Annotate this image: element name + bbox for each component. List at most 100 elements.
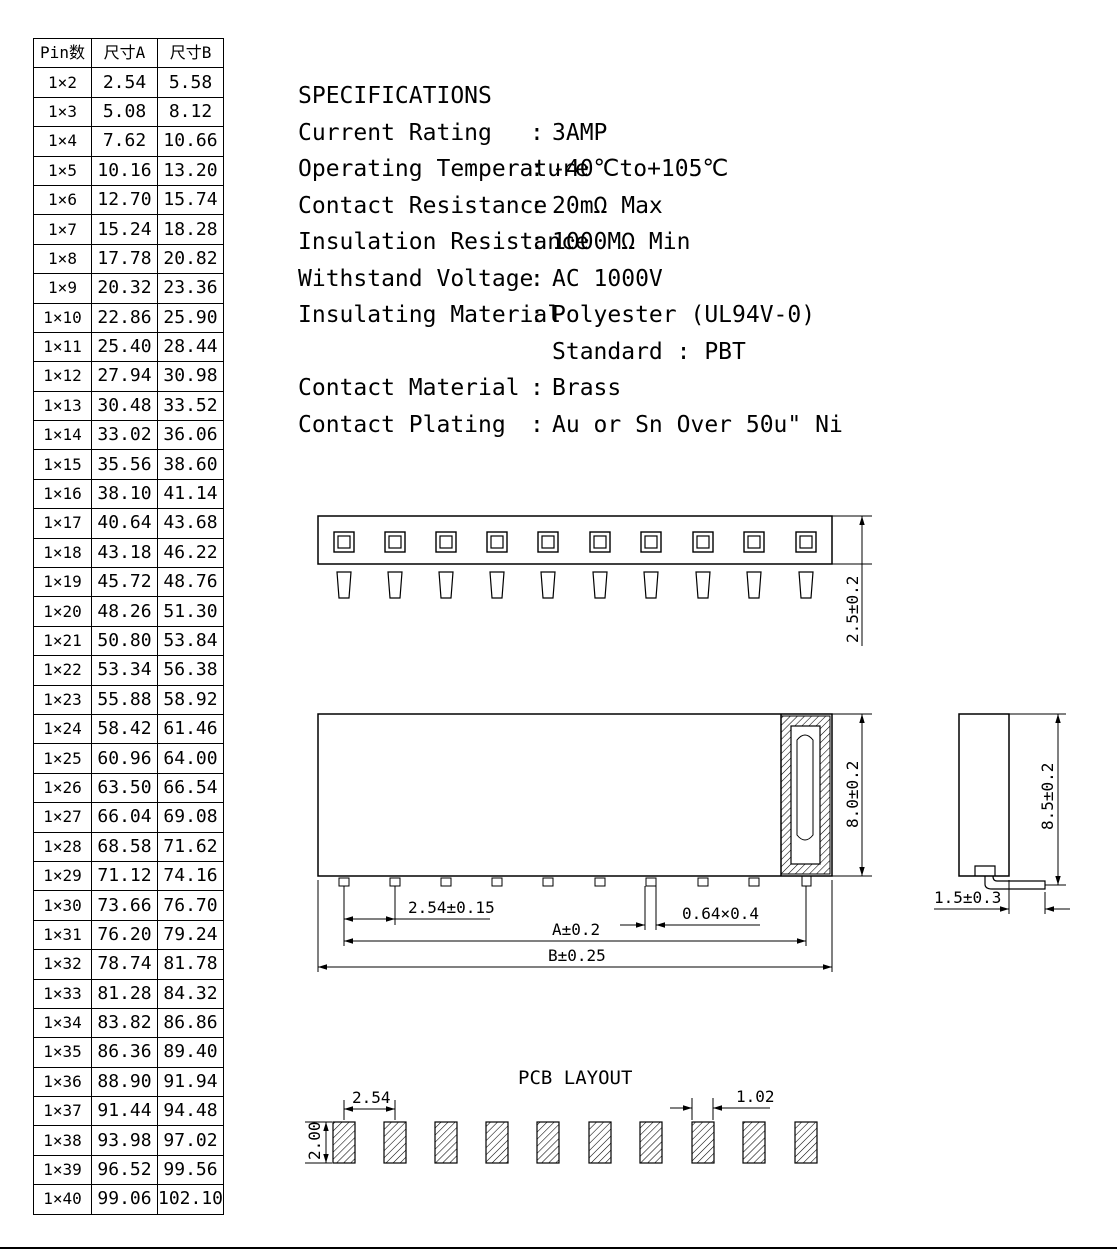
top-pin <box>695 571 711 599</box>
dim-a-cell: 48.26 <box>91 596 158 627</box>
front-pin <box>542 877 554 887</box>
table-header-row: Pin数 尺寸A 尺寸B <box>33 37 225 69</box>
spec-row: Insulation Resistance:1000MΩ Min <box>298 224 843 261</box>
spec-row: Operating Temperature:-40℃to+105℃ <box>298 151 843 188</box>
header-dim-a: 尺寸A <box>91 37 158 69</box>
pin-count-cell: 1×24 <box>33 713 92 745</box>
dim-a-cell: 12.70 <box>91 184 158 216</box>
dim-b-cell: 28.44 <box>156 331 225 363</box>
dim-a-cell: 68.58 <box>91 831 158 862</box>
spec-colon: : <box>530 192 544 219</box>
spec-value: Standard : PBT <box>552 338 746 365</box>
pin-count-cell: 1×9 <box>33 273 92 304</box>
header-pin-count: Pin数 <box>33 37 92 69</box>
pin-count-cell: 1×3 <box>33 96 92 128</box>
pin-count-cell: 1×39 <box>33 1154 92 1186</box>
socket-outer <box>589 531 611 553</box>
pcb-pad <box>742 1121 766 1164</box>
spec-colon: : <box>530 265 544 292</box>
dim-b-cell: 69.08 <box>156 802 225 833</box>
pcb-pad <box>536 1121 560 1164</box>
pcb-pad <box>794 1121 818 1164</box>
pcb-pad <box>485 1121 509 1164</box>
side-view: 1.5±0.3 8.5±0.2 <box>934 713 1070 914</box>
front-pin <box>697 877 709 887</box>
spec-value: Polyester (UL94V-0) <box>552 302 816 328</box>
pin-count-cell: 1×14 <box>33 420 92 451</box>
pin-count-cell: 1×33 <box>33 978 92 1009</box>
socket-inner <box>747 535 761 549</box>
spec-value: 3AMP <box>552 119 608 146</box>
front-pin <box>491 877 503 887</box>
spec-value: Brass <box>552 375 622 401</box>
dim-a-cell: 91.44 <box>91 1096 158 1127</box>
top-pin <box>540 571 556 599</box>
spec-colon: : <box>530 375 544 401</box>
spec-label: Contact Resistance <box>298 192 548 219</box>
pin-count-cell: 1×34 <box>33 1007 92 1039</box>
pin-count-cell: 1×23 <box>33 684 92 715</box>
spec-title: SPECIFICATIONS <box>298 83 492 109</box>
spec-value: 1000MΩ Min <box>552 229 691 255</box>
dim-b-cell: 41.14 <box>156 478 225 510</box>
dim-b-cell: 48.76 <box>156 567 225 598</box>
socket-outer <box>537 531 559 553</box>
body-height-label: 8.0±0.2 <box>843 761 862 828</box>
spec-row: Standard : PBT <box>298 334 843 371</box>
spec-value: AC 1000V <box>552 265 663 292</box>
dim-b-cell: 23.36 <box>156 273 225 304</box>
pcb-pad <box>383 1121 407 1164</box>
pcb-pad-height-label: 2.00 <box>305 1121 324 1160</box>
pin-count-cell: 1×13 <box>33 390 92 422</box>
socket-outer <box>384 531 406 553</box>
dim-b-cell: 89.40 <box>156 1037 225 1068</box>
dim-a-cell: 66.04 <box>91 802 158 833</box>
top-pin <box>592 571 608 599</box>
dim-b-cell: 84.32 <box>156 978 225 1009</box>
dim-a-cell: 63.50 <box>91 772 158 804</box>
dim-a-cell: 35.56 <box>91 449 158 480</box>
pin-count-cell: 1×12 <box>33 361 92 392</box>
socket-inner <box>388 535 402 549</box>
dim-b-cell: 8.12 <box>156 96 225 128</box>
top-view: 2.5±0.2 <box>317 515 872 646</box>
dim-a-cell: 73.66 <box>91 890 158 921</box>
pin-count-cell: 1×2 <box>33 67 92 98</box>
dim-b-label: B±0.25 <box>548 946 606 965</box>
spec-colon: : <box>530 156 544 182</box>
dim-b-cell: 10.66 <box>156 126 225 157</box>
pin-count-cell: 1×19 <box>33 567 92 598</box>
pcb-pad <box>588 1121 612 1164</box>
socket-outer <box>692 531 714 553</box>
dim-b-cell: 74.16 <box>156 860 225 892</box>
socket-inner <box>337 535 351 549</box>
top-pin <box>438 571 454 599</box>
dim-b-cell: 13.20 <box>156 155 225 186</box>
pin-count-cell: 1×21 <box>33 625 92 657</box>
front-pin <box>389 877 401 887</box>
dim-b-cell: 5.58 <box>156 67 225 98</box>
dim-a-cell: 81.28 <box>91 978 158 1009</box>
spec-row: Insulating Material:Polyester (UL94V-0) <box>298 297 843 334</box>
spec-label: Current Rating <box>298 119 492 146</box>
dim-b-cell: 30.98 <box>156 361 225 392</box>
top-pin <box>798 571 814 599</box>
